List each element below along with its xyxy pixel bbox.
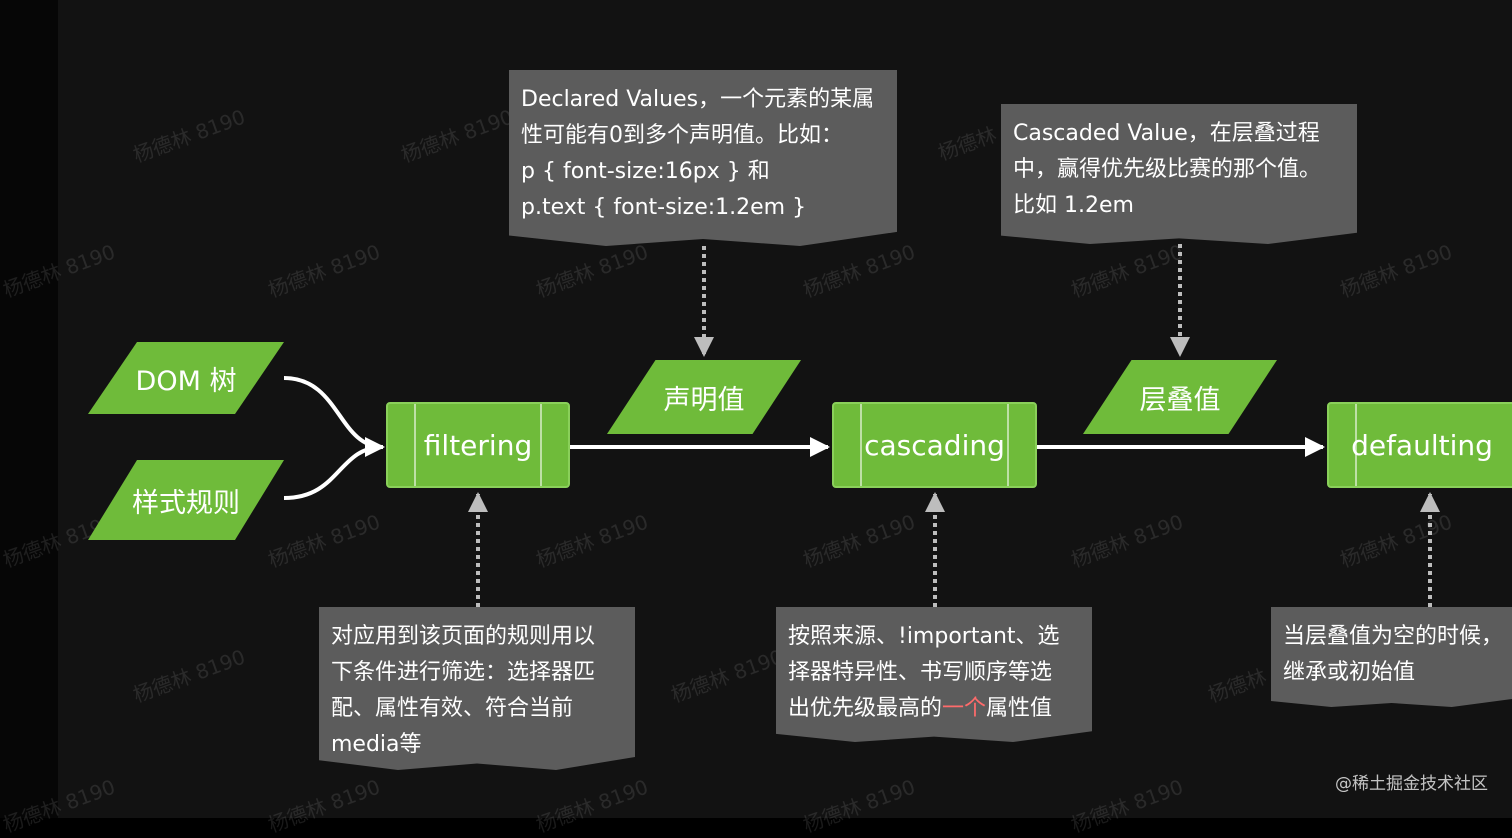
note-line: 当层叠值为空的时候，: [1283, 624, 1504, 649]
note-text: 属性值: [986, 696, 1053, 721]
note-cascading: 按照来源、!important、选 择器特异性、书写顺序等选 出优先级最高的一个…: [776, 607, 1092, 742]
note-text: 出优先级最高的: [788, 696, 943, 721]
edge-dom-to-filtering: [283, 376, 385, 457]
note-line: 下条件进行筛选：选择器匹: [331, 660, 596, 685]
process-defaulting: defaulting: [1327, 402, 1512, 488]
note-line: Declared Values，一个元素的某属: [521, 87, 875, 112]
note-line: 按照来源、!important、选: [788, 624, 1060, 649]
process-bar-left: [414, 404, 416, 486]
process-label: cascading: [864, 428, 1005, 462]
note-filtering: 对应用到该页面的规则用以 下条件进行筛选：选择器匹 配、属性有效、符合当前 me…: [319, 607, 635, 770]
note-line: p { font-size:16px } 和: [521, 159, 770, 184]
edge-styles-to-filtering: [283, 445, 384, 500]
note-line: p.text { font-size:1.2em }: [521, 195, 807, 220]
note-line: 出优先级最高的一个属性值: [788, 691, 1080, 727]
note-line: 择器特异性、书写顺序等选: [788, 660, 1053, 685]
process-cascading: cascading: [832, 402, 1037, 488]
note-line: Cascaded Value，在层叠过程: [1013, 121, 1320, 146]
process-bar-left: [1355, 404, 1357, 486]
note-line: 性可能有0到多个声明值。比如：: [521, 123, 843, 148]
note-highlight: 一个: [942, 696, 987, 721]
process-bar-right: [1007, 404, 1009, 486]
process-bar-left: [860, 404, 862, 486]
note-line: 对应用到该页面的规则用以: [331, 624, 596, 649]
process-label: defaulting: [1351, 428, 1493, 462]
note-declared-values: Declared Values，一个元素的某属 性可能有0到多个声明值。比如： …: [509, 70, 897, 246]
note-line: 继承或初始值: [1283, 660, 1416, 685]
note-cascaded-value: Cascaded Value，在层叠过程 中，赢得优先级比赛的那个值。 比如 1…: [1001, 104, 1357, 244]
note-line: 比如 1.2em: [1013, 193, 1134, 218]
note-line: 配、属性有效、符合当前: [331, 696, 574, 721]
process-label: filtering: [423, 428, 533, 462]
left-margin: [0, 0, 58, 818]
note-line: 中，赢得优先级比赛的那个值。: [1013, 157, 1322, 182]
source-credit: @稀土掘金技术社区: [1335, 774, 1488, 794]
note-defaulting: 当层叠值为空的时候， 继承或初始值: [1271, 607, 1512, 707]
diagram-connectors: [283, 244, 1440, 607]
note-line: media等: [331, 732, 422, 757]
process-filtering: filtering: [386, 402, 570, 488]
process-bar-right: [540, 404, 542, 486]
